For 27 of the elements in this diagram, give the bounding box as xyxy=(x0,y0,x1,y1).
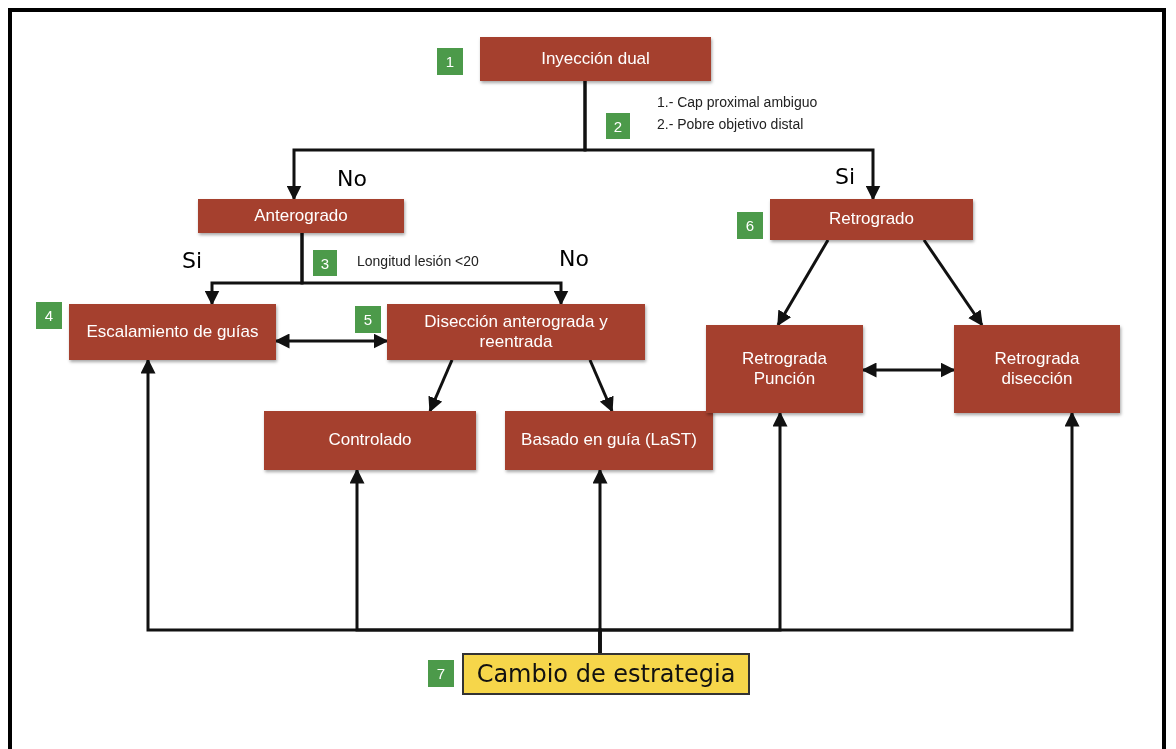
step-number-badge: 3 xyxy=(313,250,337,276)
arrow xyxy=(776,239,830,327)
arrow xyxy=(583,81,881,201)
step-number-badge: 6 xyxy=(737,212,763,239)
step-number-badge: 4 xyxy=(36,302,62,329)
step-number-badge: 1 xyxy=(437,48,463,75)
process-box: Anterogrado xyxy=(198,199,404,233)
process-box: Disección anterograda y reentrada xyxy=(387,304,645,360)
process-box: Retrograda disección xyxy=(954,325,1120,413)
arrow xyxy=(588,359,614,413)
process-box: Retrogrado xyxy=(770,199,973,240)
step-number-badge: 7 xyxy=(428,660,454,687)
step-number-badge: 2 xyxy=(606,113,630,139)
arrow xyxy=(598,411,1080,653)
arrow xyxy=(922,239,984,327)
condition-text: Longitud lesión <20 xyxy=(357,253,479,269)
highlight-box: Cambio de estrategia xyxy=(462,653,750,695)
condition-text: 1.- Cap proximal ambiguo xyxy=(657,94,818,110)
process-box: Retrograda Punción xyxy=(706,325,863,413)
process-box: Inyección dual xyxy=(480,37,711,81)
arrow xyxy=(428,359,454,413)
process-box: Controlado xyxy=(264,411,476,470)
arrow xyxy=(300,233,569,306)
process-box: Escalamiento de guías xyxy=(69,304,276,360)
process-box: Basado en guía (LaST) xyxy=(505,411,713,470)
condition-text: 2.- Pobre objetivo distal xyxy=(657,116,804,132)
step-number-badge: 5 xyxy=(355,306,381,333)
